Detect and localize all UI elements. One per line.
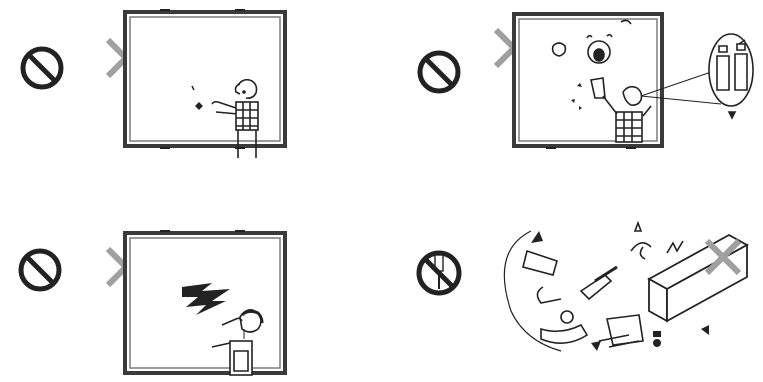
panel-illustration — [381, 0, 763, 191]
panel-no-spray-cleaner — [381, 0, 763, 191]
panel-no-touching-board — [0, 0, 381, 191]
prohibition-icon — [21, 251, 59, 289]
panel-no-disassembly — [381, 191, 763, 382]
panel-illustration — [381, 191, 763, 382]
panel-illustration — [0, 0, 381, 191]
prohibition-icon — [420, 53, 458, 91]
panel-illustration — [0, 191, 381, 382]
screwdriver-prohibited-icon — [419, 253, 459, 293]
prohibition-icon — [23, 49, 61, 87]
whiteboard-frame — [125, 10, 285, 148]
panel-no-static-shock — [0, 191, 381, 382]
